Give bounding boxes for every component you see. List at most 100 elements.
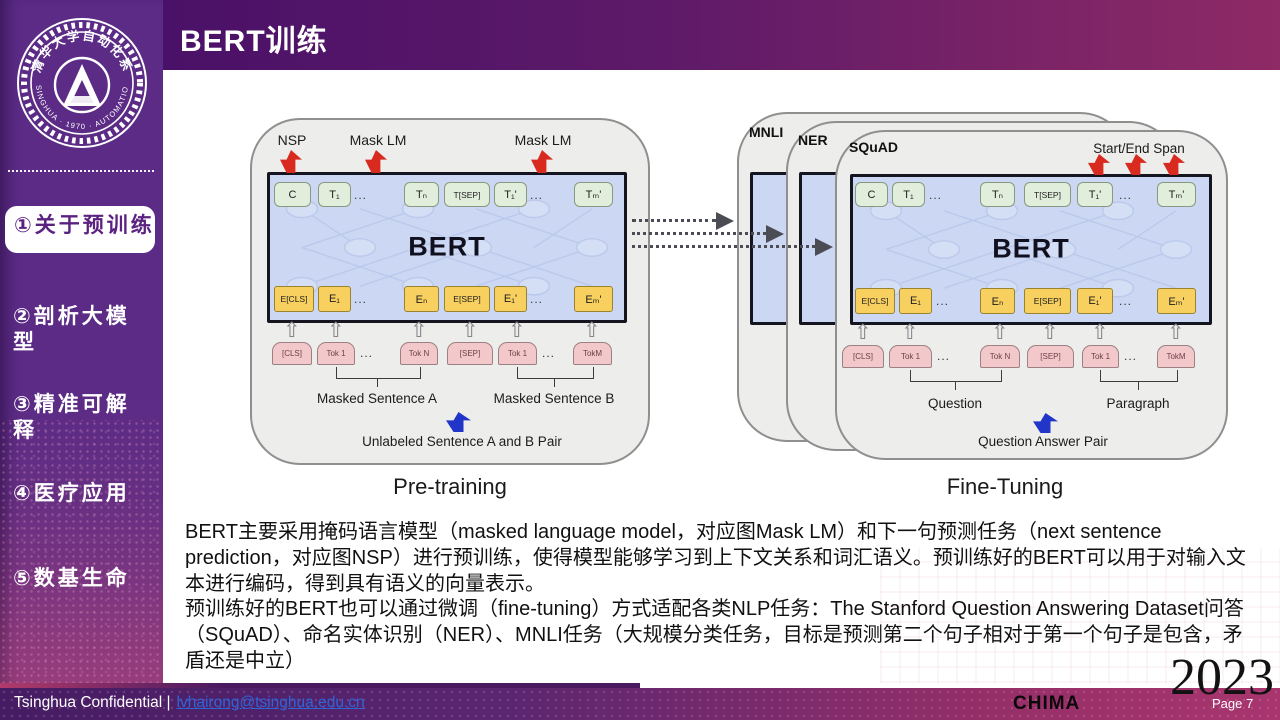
gray-up-arrow-icon: ⇧ (410, 319, 428, 342)
nsp-label: NSP (277, 132, 307, 148)
sidebar-item-digital-life[interactable]: ⑤数基生命 (13, 567, 130, 590)
blue-up-arrow-icon (446, 412, 471, 432)
bracket-stub (377, 378, 378, 387)
gray-up-arrow-icon: ⇧ (508, 319, 526, 342)
bert-model-label: BERT (992, 232, 1070, 263)
token-box: Tok 1 (317, 342, 355, 365)
page-number: Page 7 (1212, 696, 1254, 711)
ellipsis: ... (530, 292, 544, 306)
red-up-arrow-icon (280, 150, 302, 173)
confidential-text: Tsinghua Confidential | lvhairong@tsinghu… (14, 694, 365, 712)
bert-model-label: BERT (408, 230, 486, 261)
dotted-arrow-head-icon (766, 225, 784, 243)
gray-up-arrow-icon: ⇧ (283, 319, 301, 342)
dotted-arrow-line (632, 219, 716, 222)
t-output-box: T[SEP] (1024, 182, 1071, 207)
bracket (1100, 370, 1178, 382)
gray-up-arrow-icon: ⇧ (327, 319, 345, 342)
pretraining-panel: NSP Mask LM Mask LM BERT C T₁ ... Tₙ T[S (250, 118, 650, 465)
ellipsis: ... (360, 346, 374, 360)
e-embedding-box: E[SEP] (1024, 288, 1071, 314)
bracket (517, 367, 594, 379)
t-output-box: Tₙ (404, 182, 439, 207)
gray-up-arrow-icon: ⇧ (854, 321, 872, 344)
bracket (336, 367, 421, 379)
dotted-arrow-head-icon (716, 212, 734, 230)
t-output-box: C (274, 182, 311, 207)
gray-up-arrow-icon: ⇧ (1167, 321, 1185, 344)
red-up-arrow-icon (1088, 154, 1110, 175)
t-output-box: Tₘ' (574, 182, 613, 207)
email-link[interactable]: lvhairong@tsinghua.edu.cn (176, 694, 365, 711)
bracket-stub (554, 378, 555, 387)
squad-card: SQuAD Start/End Span BERT C T₁ ... Tₙ T[… (835, 130, 1228, 460)
sidebar: 清华大学自动化系 TSINGHUA · 1970 · AUTOMATION ①关… (0, 0, 163, 720)
token-box: Tok 1 (1082, 345, 1119, 368)
start-end-span-label: Start/End Span (1093, 141, 1185, 156)
bracket-stub (955, 381, 956, 390)
red-up-arrow-icon (1125, 154, 1147, 175)
e-embedding-box: E₁ (899, 288, 932, 314)
token-box: [SEP] (1027, 345, 1074, 368)
gray-up-arrow-icon: ⇧ (991, 321, 1009, 344)
gray-up-arrow-icon: ⇧ (461, 319, 479, 342)
token-box: TokM (573, 342, 612, 365)
gray-up-arrow-icon: ⇧ (901, 321, 919, 344)
e-embedding-box: E[SEP] (444, 286, 490, 312)
token-box: [SEP] (447, 342, 493, 365)
ellipsis: ... (354, 292, 368, 306)
tsinghua-automation-seal-icon: 清华大学自动化系 TSINGHUA · 1970 · AUTOMATION (10, 8, 147, 148)
footer-band: Tsinghua Confidential | lvhairong@tsinghu… (0, 688, 1280, 720)
question-label: Question (927, 396, 983, 411)
token-box: Tok 1 (498, 342, 537, 365)
ellipsis: ... (1124, 349, 1138, 363)
sidebar-divider (8, 170, 154, 172)
sidebar-item-large-models[interactable]: ②剖析大模型 (13, 305, 130, 354)
ellipsis: ... (1119, 294, 1133, 308)
token-box: TokM (1157, 345, 1195, 368)
t-output-box: T₁ (318, 182, 351, 207)
paragraph-finetuning: 预训练好的BERT也可以通过微调（fine-tuning）方式适配各类NLP任务… (185, 598, 1244, 672)
e-embedding-box: Eₘ' (1157, 288, 1196, 314)
year-label: 2023 (1170, 649, 1274, 706)
token-box: Tok N (980, 345, 1020, 368)
masked-sentence-a-label: Masked Sentence A (316, 391, 438, 406)
dotted-arrow-line (632, 232, 766, 235)
e-embedding-box: E[CLS] (855, 288, 895, 314)
t-output-box: Tₙ (980, 182, 1015, 207)
red-up-arrow-icon (365, 150, 387, 173)
conference-label: CHIMA (1013, 693, 1081, 714)
unlabeled-pair-label: Unlabeled Sentence A and B Pair (362, 434, 562, 449)
sidebar-item-pretraining[interactable]: ①关于预训练 (5, 206, 155, 253)
dotted-arrow-head-icon (815, 238, 833, 256)
e-embedding-box: E₁' (494, 286, 527, 312)
masked-sentence-b-label: Masked Sentence B (493, 391, 615, 406)
t-output-box: C (855, 182, 888, 207)
t-output-box: Tₘ' (1157, 182, 1196, 207)
page-title: BERT训练 (180, 25, 328, 58)
gray-up-arrow-icon: ⇧ (1091, 321, 1109, 344)
gray-up-arrow-icon: ⇧ (583, 319, 601, 342)
token-box: [CLS] (842, 345, 884, 368)
finetuning-caption: Fine-Tuning (946, 474, 1064, 499)
sidebar-item-medical[interactable]: ④医疗应用 (13, 482, 130, 505)
gray-up-arrow-icon: ⇧ (1041, 321, 1059, 344)
e-embedding-box: E₁ (318, 286, 351, 312)
footer-accent-stripe (0, 683, 640, 688)
bracket (910, 370, 1002, 382)
ellipsis: ... (1119, 188, 1133, 202)
bracket-stub (1138, 381, 1139, 390)
ellipsis: ... (530, 188, 544, 202)
mask-lm-label-2: Mask LM (514, 132, 572, 148)
token-box: Tok N (400, 342, 438, 365)
e-embedding-box: E[CLS] (274, 286, 314, 312)
token-box: [CLS] (272, 342, 312, 365)
confidential-label: Tsinghua Confidential | (14, 694, 171, 711)
ellipsis: ... (354, 188, 368, 202)
e-embedding-box: Eₙ (980, 288, 1015, 314)
dotted-arrow-line (632, 245, 815, 248)
token-box: Tok 1 (889, 345, 932, 368)
sidebar-item-interpretability[interactable]: ③精准可解释 (13, 393, 130, 442)
t-output-box: T₁' (1077, 182, 1113, 207)
